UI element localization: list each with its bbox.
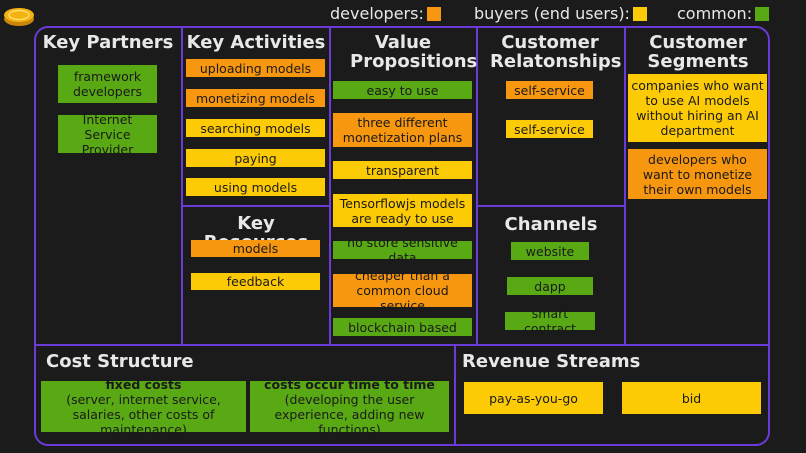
occasional-costs-title: costs occur time to time: [264, 376, 435, 392]
sticky-note: developers who want to monetize their ow…: [628, 149, 767, 199]
legend-developers-label: developers:: [330, 4, 424, 23]
occasional-costs-detail: (developing the user experience, adding …: [274, 391, 425, 437]
customer-relationships-title: Customer Relatonships: [490, 32, 622, 72]
legend-buyers: buyers (end users):: [474, 4, 647, 24]
fixed-costs-title: fixed costs: [105, 376, 182, 392]
sticky-note: smart contract: [505, 306, 595, 336]
channels-title: Channels: [504, 214, 598, 235]
value-propositions-title: Value Propositions: [350, 32, 478, 72]
divider-value-relationships: [476, 28, 478, 346]
sticky-note: models: [191, 240, 320, 257]
sticky-note: dapp: [507, 277, 593, 295]
divider-relationships-segments: [624, 28, 626, 346]
fixed-costs-note: fixed costs (server, internet service, s…: [41, 377, 246, 437]
customer-segments-title: Customer Segments: [647, 32, 749, 72]
divider-partners-activities: [181, 28, 183, 346]
legend-common-label: common:: [677, 4, 753, 23]
divider-activities-value: [329, 28, 331, 346]
legend-common: common:: [677, 4, 770, 24]
sticky-note: blockchain based: [333, 318, 472, 336]
sticky-note: searching models: [186, 119, 325, 137]
divider-activities-resources: [181, 205, 331, 207]
legend-common-swatch: [755, 7, 770, 21]
sticky-note: using models: [186, 178, 325, 196]
sticky-note: companies who want to use AI models with…: [628, 74, 767, 142]
sticky-note: monetizing models: [186, 89, 325, 107]
sticky-note: paying: [186, 149, 325, 167]
divider-top-bottom: [36, 344, 768, 346]
sticky-note: pay-as-you-go: [464, 382, 603, 414]
legend-developers: developers:: [330, 4, 441, 24]
sticky-note: website: [511, 242, 589, 260]
key-activities-title: Key Activities: [186, 32, 326, 53]
divider-cost-revenue: [454, 344, 456, 444]
sticky-note: Internet Service Provider: [58, 112, 157, 157]
cost-structure-title: Cost Structure: [46, 351, 194, 372]
revenue-streams-title: Revenue Streams: [462, 351, 641, 372]
sticky-note: cheaper than a common cloud service: [333, 268, 472, 313]
sticky-note: easy to use: [333, 81, 472, 99]
coin-logo-icon: [4, 8, 34, 26]
sticky-note: no store sensitive data: [333, 235, 472, 265]
sticky-note: self-service: [506, 81, 593, 99]
sticky-note: three different monetization plans: [333, 113, 472, 147]
sticky-note: uploading models: [186, 59, 325, 77]
sticky-note: feedback: [191, 273, 320, 290]
business-model-canvas: [34, 26, 770, 446]
sticky-note: framework developers: [58, 65, 157, 103]
divider-relationships-channels: [476, 205, 626, 207]
occasional-costs-note: costs occur time to time (developing the…: [250, 377, 449, 437]
fixed-costs-detail: (server, internet service, salaries, oth…: [66, 391, 221, 437]
sticky-note: transparent: [333, 161, 472, 179]
legend-buyers-label: buyers (end users):: [474, 4, 630, 23]
sticky-note: bid: [622, 382, 761, 414]
key-partners-title: Key Partners: [42, 32, 174, 53]
sticky-note: Tensorflowjs models are ready to use: [333, 194, 472, 227]
legend-developers-swatch: [426, 7, 441, 21]
sticky-note: self-service: [506, 120, 593, 138]
legend-buyers-swatch: [632, 7, 647, 21]
